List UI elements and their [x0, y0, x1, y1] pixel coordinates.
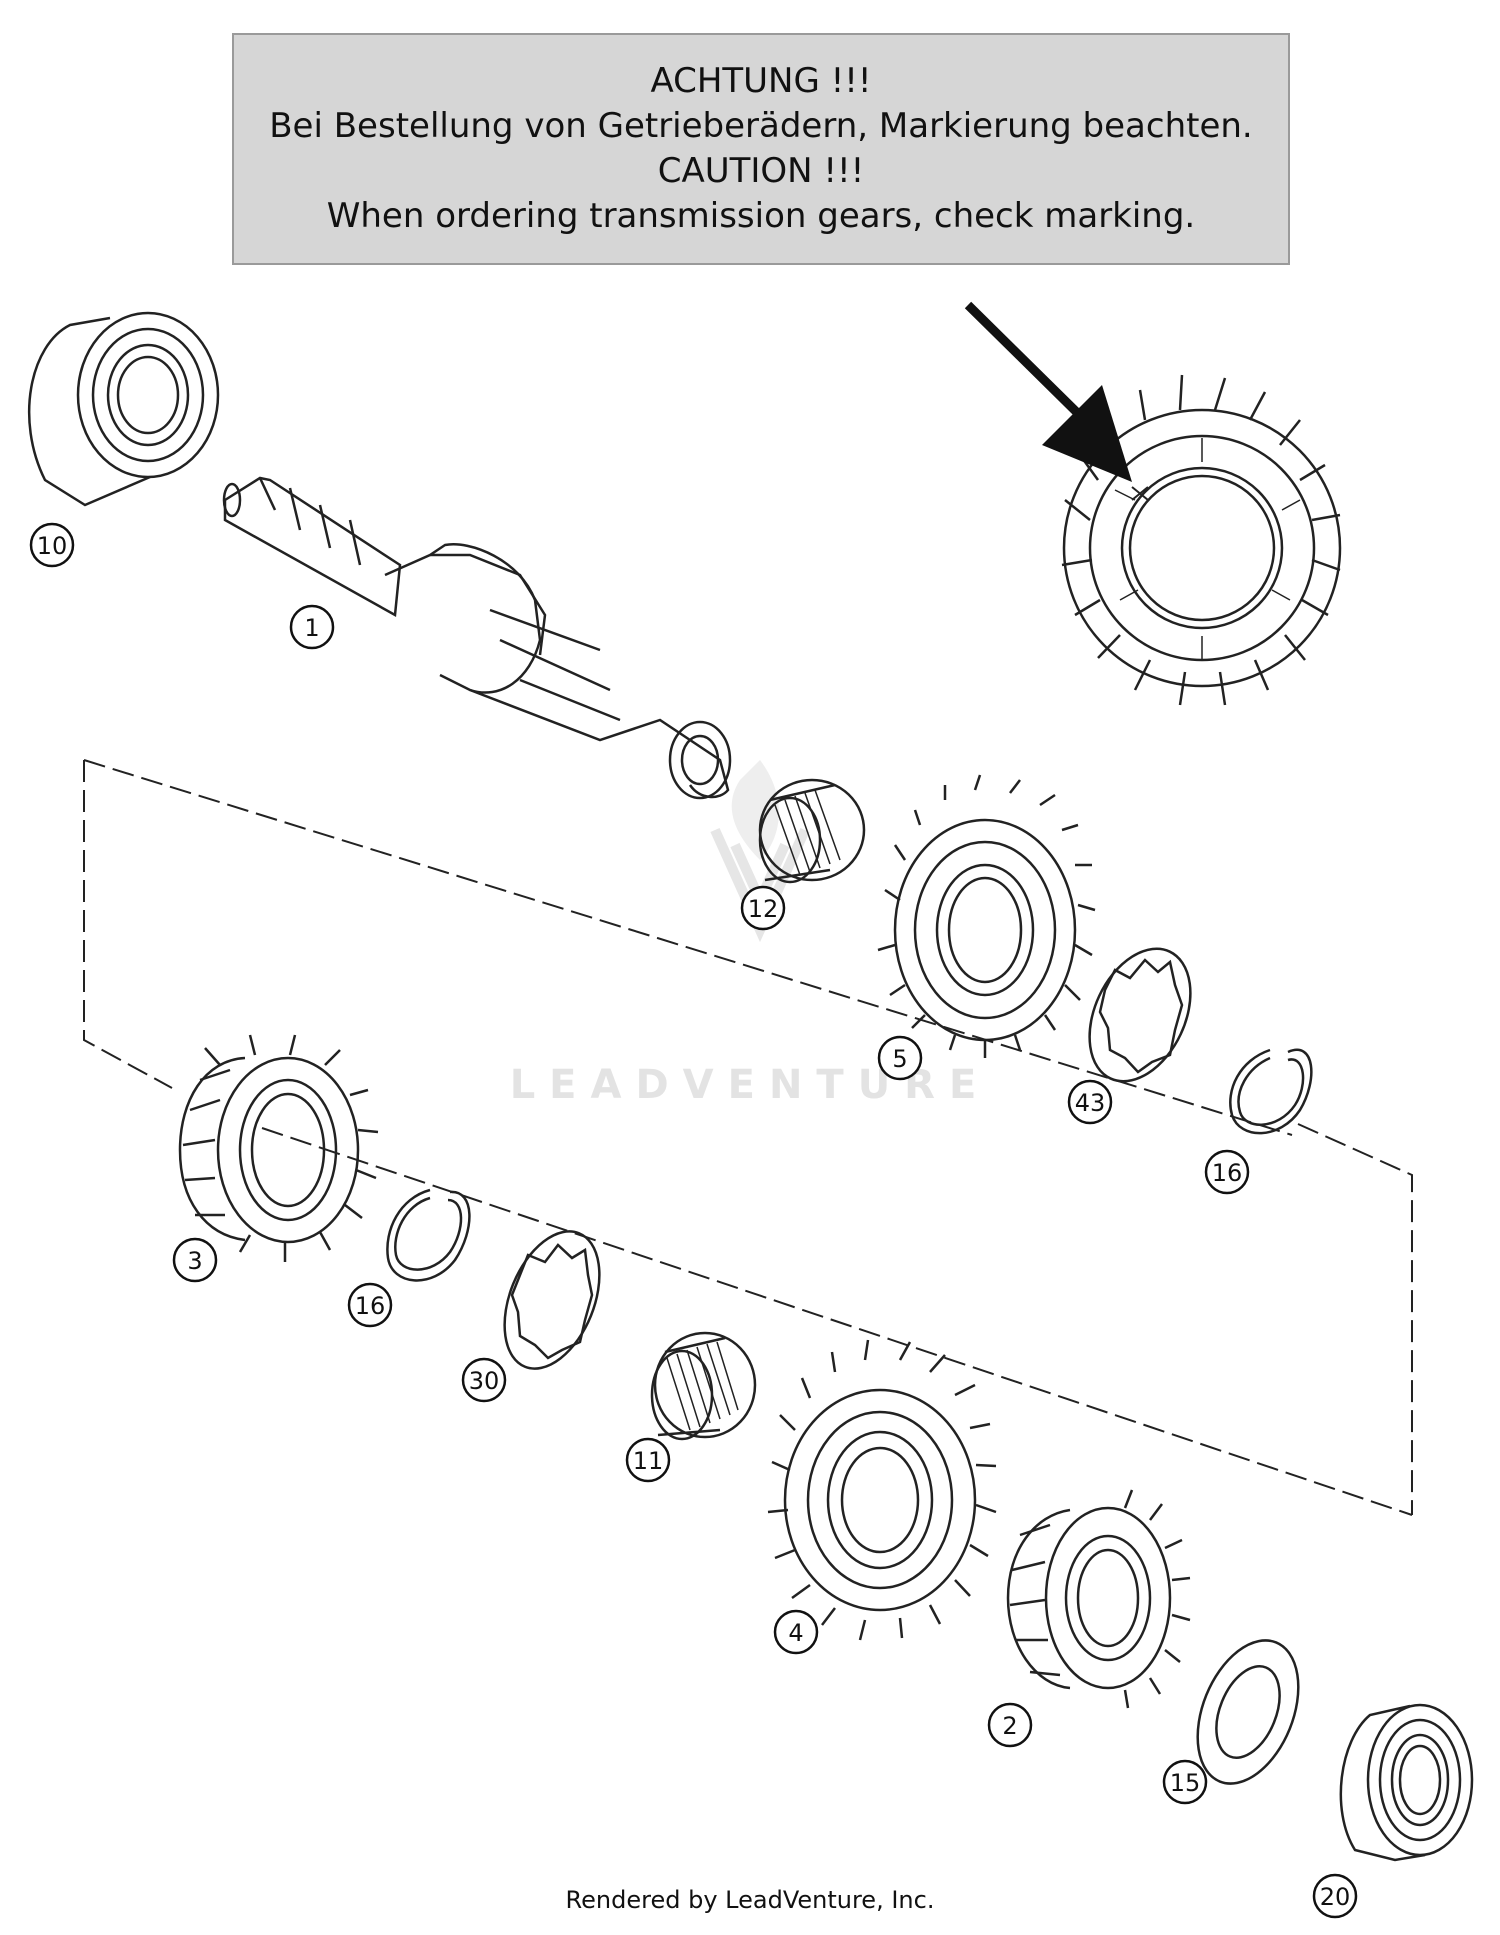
callout-label-11: 11 [633, 1447, 664, 1475]
notice-line-en-text: When ordering transmission gears, check … [326, 196, 1196, 236]
notice-line-en-title: CAUTION !!! [657, 151, 865, 191]
main-shaft-1 [222, 476, 732, 800]
gear-4 [767, 1339, 997, 1641]
callout-circle-2 [987, 1702, 1033, 1748]
callout-label-20: 20 [1320, 1883, 1351, 1911]
thrust-washer-43 [1088, 947, 1192, 1083]
thrust-washer-30 [503, 1230, 601, 1370]
callout-label-30: 30 [469, 1367, 500, 1395]
callout-label-4: 4 [788, 1619, 803, 1647]
callout-label-16-left: 16 [355, 1292, 386, 1320]
notice-line-de-title: ACHTUNG !!! [650, 61, 872, 101]
render-credit-footer: Rendered by LeadVenture, Inc. [565, 1886, 935, 1914]
circlip-16-right [1229, 1048, 1313, 1135]
callout-circle-12 [740, 885, 786, 931]
marked-gear-detail [1061, 374, 1342, 706]
ball-bearing-20 [1339, 1703, 1474, 1862]
needle-bearing-11 [650, 1331, 757, 1441]
callout-circle-10 [29, 522, 75, 568]
callout-label-43: 43 [1075, 1089, 1106, 1117]
gear-2 [1006, 1489, 1191, 1709]
callout-label-1: 1 [304, 614, 319, 642]
callout-circle-16-right [1204, 1149, 1250, 1195]
callout-circle-43 [1067, 1079, 1113, 1125]
callout-circle-5 [877, 1035, 923, 1081]
circlip-16-left [386, 1188, 471, 1282]
callout-label-16-right: 16 [1212, 1159, 1243, 1187]
callout-circle-1 [289, 604, 335, 650]
ball-bearing-10 [27, 311, 220, 507]
callout-label-10: 10 [37, 532, 68, 560]
callout-label-12: 12 [748, 895, 779, 923]
callout-circle-15 [1162, 1759, 1208, 1805]
notice-line-de-text: Bei Bestellung von Getrieberädern, Marki… [269, 106, 1253, 146]
callout-circle-3 [172, 1237, 218, 1283]
group-bracket-line [83, 759, 1413, 1516]
callout-circle-16-left [347, 1282, 393, 1328]
callout-label-5: 5 [892, 1045, 907, 1073]
callout-label-2: 2 [1002, 1712, 1017, 1740]
callout-label-15: 15 [1170, 1769, 1201, 1797]
washer-15 [1196, 1639, 1300, 1785]
marking-arrow [964, 301, 1132, 482]
callout-circle-20 [1312, 1873, 1358, 1919]
gear-5 [877, 774, 1096, 1058]
callout-label-3: 3 [187, 1247, 202, 1275]
caution-notice-box: ACHTUNG !!! Bei Bestellung von Getrieber… [232, 33, 1290, 265]
callout-circle-4 [773, 1609, 819, 1655]
callout-circle-11 [625, 1437, 671, 1483]
callout-circle-30 [461, 1357, 507, 1403]
needle-bearing-12 [758, 778, 866, 884]
gear-3 [178, 1034, 379, 1262]
